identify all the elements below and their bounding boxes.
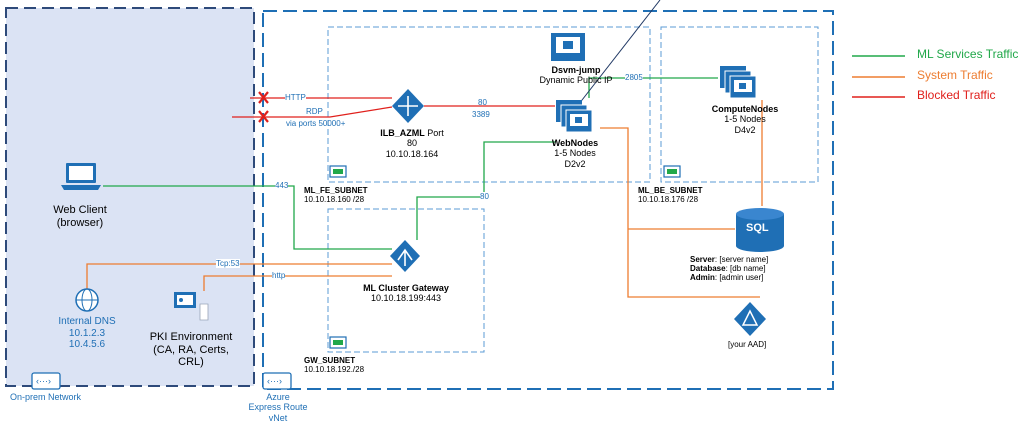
port-80-label: 80 [478,98,487,107]
aad-icon [734,302,766,336]
vm-monitor-icon [551,33,585,61]
azure-vnet-zone [262,10,834,390]
onprem-network-label: On-prem Network [10,392,82,402]
vnet-network-icon-glyph: ‹···› [267,376,282,386]
tcp53-label: Tcp:53 [216,259,240,269]
port-3389-label: 3389 [472,110,490,119]
onprem-zone [5,7,255,387]
load-balancer-icon [392,89,424,123]
vm-badge-label: VM [560,54,572,63]
certificate-icon [174,292,209,321]
laptop-icon [61,163,101,190]
legend-blocked-label: Blocked Traffic [917,88,996,102]
sys-pki-gateway-line [203,275,392,291]
sql-icon-text: SQL [746,222,769,234]
fe-subnet-label: ML_FE_SUBNET 10.10.18.160 /28 [304,186,368,205]
external-link-line [567,0,661,119]
dsvm-label: Dsvm-jump Dynamic Public IP [539,65,613,86]
gateway-icon [390,240,420,272]
dns-globe-icon [75,288,99,312]
webnodes-label: WebNodes 1-5 Nodes D2v2 [551,138,599,169]
onprem-network-icon [31,372,61,390]
ilb-label: ILB_AZML Port 80 10.10.18.164 [380,128,444,159]
computenodes-label: ComputeNodes 1-5 Nodes D4v2 [711,104,779,135]
subnet-icon-gw [329,336,347,349]
sys-webnodes-sql-line [600,127,760,298]
web-client-label: Web Client (browser) [53,204,107,229]
gw-subnet-label: GW_SUBNET 10.10.18.192./28 [304,356,365,375]
be-subnet-zone [660,26,819,183]
rdp-link-label: RDP [306,107,323,116]
gw-subnet-zone [327,208,485,353]
port-443-label: 443 [275,181,289,191]
http-lower-label: http [272,271,286,281]
onprem-network-icon-glyph: ‹···› [36,376,51,386]
subnet-icon-be [663,165,681,178]
pki-label: PKI Environment (CA, RA, Certs, CRL) [149,331,233,369]
sql-details: Server: [server name] Database: [db name… [690,255,769,283]
webnodes-vm-icon [556,100,593,133]
vnet-network-icon [262,372,292,390]
aad-label: [your AAD] [728,340,767,349]
http-link-label: HTTP [285,93,306,103]
port-2805-label: 2805 [625,73,643,83]
internal-dns-label: Internal DNS 10.1.2.3 10.4.5.6 [58,316,116,350]
blocked-rdp-line-2 [300,106,393,118]
vnet-label: Azure Express Route vNet [248,392,308,423]
rdp-ports-label: via ports 50000+ [286,119,346,128]
legend-ml-label: ML Services Traffic [917,47,1019,61]
blocked-x-icon [258,91,269,123]
sys-dns-gateway-line [86,263,392,290]
be-subnet-label: ML_BE_SUBNET 10.10.18.176 /28 [638,186,703,205]
computenodes-vm-icon [720,66,757,99]
ml-webclient-gateway-line [103,185,392,250]
subnet-icon-fe [329,165,347,178]
fe-subnet-zone [327,26,651,183]
sql-database-icon [736,208,784,252]
legend-system-label: System Traffic [917,68,993,82]
gateway-label: ML Cluster Gateway 10.10.18.199:443 [363,283,449,304]
port-80b-label: 80 [480,192,489,202]
